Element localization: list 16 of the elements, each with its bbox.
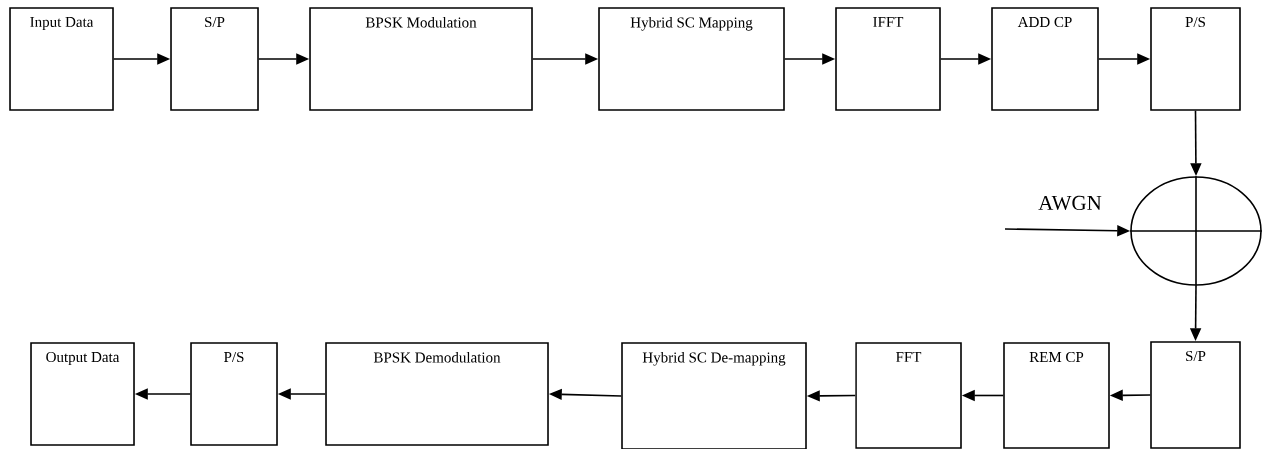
process-box: Input Data <box>9 7 114 111</box>
process-box: ADD CP <box>991 7 1099 111</box>
process-box: IFFT <box>835 7 941 111</box>
process-box: Hybrid SC Mapping <box>598 7 785 111</box>
process-box: BPSK Demodulation <box>325 342 549 446</box>
process-box: P/S <box>1150 7 1241 111</box>
process-box: BPSK Modulation <box>309 7 533 111</box>
process-box: S/P <box>1150 341 1241 449</box>
edge-label: AWGN <box>1038 195 1102 211</box>
process-box: Output Data <box>30 342 135 446</box>
summing-junction <box>1129 175 1263 287</box>
process-box: Hybrid SC De-mapping <box>621 342 807 449</box>
process-box: FFT <box>855 342 962 449</box>
process-box: P/S <box>190 342 278 446</box>
process-box: S/P <box>170 7 259 111</box>
process-box: REM CP <box>1003 342 1110 449</box>
